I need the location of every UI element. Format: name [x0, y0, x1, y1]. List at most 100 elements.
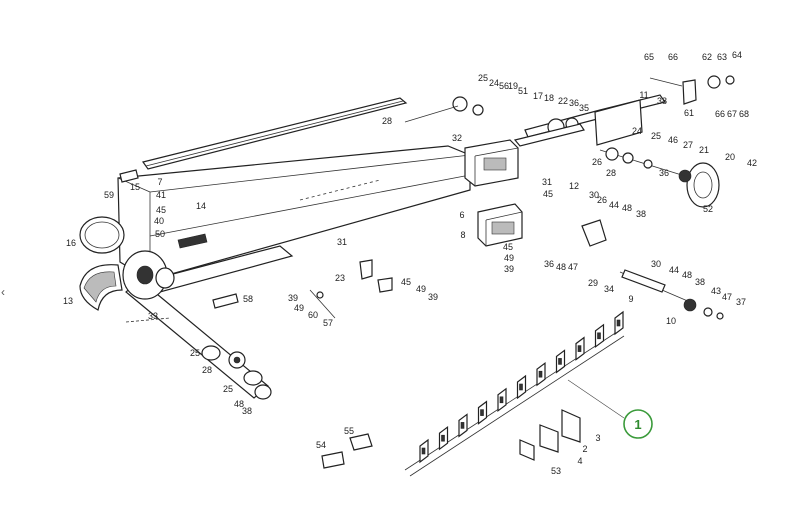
part-label: 38	[636, 209, 646, 219]
part-label: 6	[459, 210, 464, 220]
part-label: 11	[639, 90, 648, 100]
part-label: 25	[478, 73, 488, 83]
part-label: 28	[382, 116, 392, 126]
part-label: 58	[243, 294, 253, 304]
part-label: 28	[202, 365, 212, 375]
part-label: 25	[190, 348, 200, 358]
part-label: 30	[589, 190, 599, 200]
part-label: 39	[504, 264, 514, 274]
part-label: 60	[308, 310, 318, 320]
chain-flight-slot	[441, 434, 445, 442]
part-label: 4	[577, 456, 582, 466]
part-label: 41	[156, 190, 166, 200]
coupling-parts	[321, 433, 373, 469]
part-label: 7	[157, 177, 162, 187]
part-label: 42	[747, 158, 757, 168]
part-label: 57	[323, 318, 333, 328]
part-label: 65	[644, 52, 654, 62]
part-label: 52	[703, 204, 713, 214]
chain-flight-slot	[421, 447, 426, 455]
part-label: 53	[551, 466, 561, 476]
part-label: 29	[588, 278, 598, 288]
part-label: 3	[595, 433, 600, 443]
part-label: 66	[715, 109, 725, 119]
part-label: 39	[288, 293, 298, 303]
part-label: 2	[582, 444, 587, 454]
part-label: 26	[592, 157, 602, 167]
part-label: 36	[659, 168, 669, 178]
part-label: 47	[568, 262, 578, 272]
chain-flight-slot	[538, 370, 543, 378]
part-label: 38	[695, 277, 705, 287]
part-label: 40	[154, 216, 164, 226]
part-label: 48	[682, 270, 692, 280]
callout-label: 1	[634, 417, 641, 432]
part-label: 31	[542, 177, 552, 187]
part-label: 38	[242, 406, 252, 416]
part-label: 61	[684, 108, 694, 118]
part-label: 64	[732, 50, 742, 60]
bracket-assembly	[404, 75, 735, 147]
edge-chevron-icon[interactable]: ‹	[1, 285, 5, 299]
part-label: 36	[544, 259, 554, 269]
callout-circle[interactable]	[623, 409, 653, 439]
part-label: 54	[316, 440, 326, 450]
chain-flight-slot	[499, 396, 504, 404]
part-label: 59	[104, 190, 114, 200]
part-label: 9	[628, 294, 633, 304]
part-label: 25	[651, 131, 661, 141]
part-label: 24	[632, 126, 642, 136]
part-label: 37	[736, 297, 746, 307]
part-label: 10	[666, 316, 676, 326]
part-label: 31	[337, 237, 347, 247]
part-label: 50	[155, 229, 165, 239]
part-label: 22	[558, 96, 568, 106]
part-label: 26	[597, 195, 607, 205]
chain-flight-slot	[480, 409, 484, 416]
part-label: 21	[699, 145, 709, 155]
part-label: 55	[344, 426, 354, 436]
part-label: 48	[556, 262, 566, 272]
part-label: 46	[668, 135, 678, 145]
chain-flight-slot	[519, 383, 523, 391]
part-label: 49	[294, 303, 304, 313]
chain-flight-slot	[577, 345, 582, 352]
part-label: 30	[651, 259, 661, 269]
part-label: 20	[725, 152, 735, 162]
part-label: 67	[727, 109, 737, 119]
chain-flight-slot	[558, 358, 562, 365]
part-label: 38	[657, 96, 667, 106]
part-label: 44	[669, 265, 679, 275]
part-label: 13	[63, 296, 73, 306]
part-label: 18	[544, 93, 554, 103]
part-label: 15	[130, 182, 140, 192]
part-label: 23	[335, 273, 345, 283]
small-hardware	[119, 169, 393, 386]
part-label: 66	[668, 52, 678, 62]
part-label: 16	[66, 238, 76, 248]
part-label: 56	[499, 81, 509, 91]
part-label: 25	[223, 384, 233, 394]
part-label: 49	[416, 284, 426, 294]
part-label: 45	[156, 205, 166, 215]
main-beam	[117, 97, 471, 293]
part-label: 39	[428, 292, 438, 302]
auger-tube	[122, 250, 272, 400]
conveyor-chain	[404, 310, 625, 477]
part-label: 17	[533, 91, 543, 101]
part-label: 27	[683, 140, 693, 150]
part-label: 48	[622, 203, 632, 213]
part-label: 43	[711, 286, 721, 296]
part-label: 32	[452, 133, 462, 143]
chain-flight-slot	[597, 332, 601, 340]
part-label: 45	[401, 277, 411, 287]
part-label: 14	[196, 201, 206, 211]
chain-flight-slot	[460, 422, 465, 429]
part-label: 19	[508, 81, 518, 91]
highlight-callout[interactable]: 1	[567, 379, 653, 439]
part-label: 45	[543, 189, 553, 199]
part-label: 62	[702, 52, 712, 62]
